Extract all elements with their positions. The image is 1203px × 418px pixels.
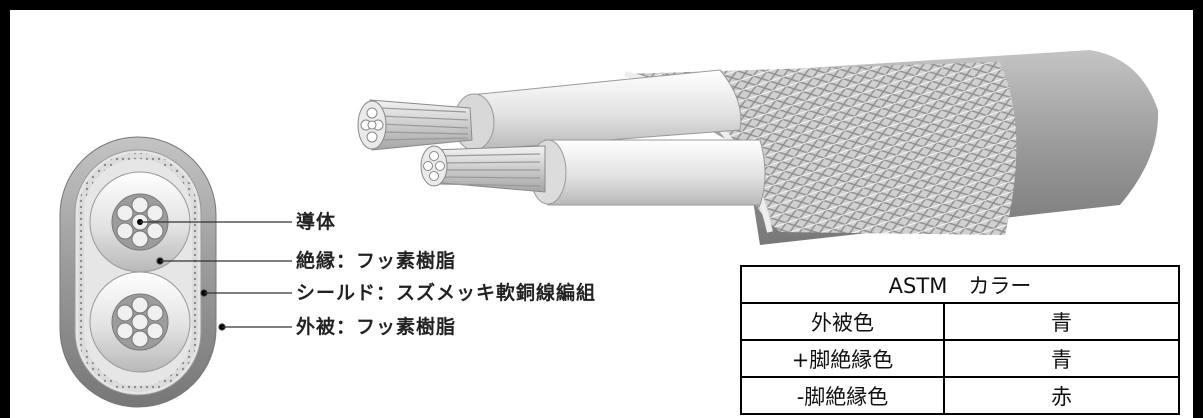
label-insulation: 絶縁：フッ素樹脂 <box>296 250 457 272</box>
table-row-value: 青 <box>943 302 1180 341</box>
cable-side-view <box>357 50 1159 245</box>
label-conductor: 導体 <box>296 211 337 233</box>
label-jacket: 外被：フッ素樹脂 <box>296 316 457 338</box>
astm-color-table: ASTM カラー 外被色 青 +脚絶縁色 青 -脚絶縁色 赤 <box>740 265 1180 415</box>
table-row: -脚絶縁色 赤 <box>740 376 1180 415</box>
table-row-key: -脚絶縁色 <box>740 376 945 415</box>
table-row-value: 青 <box>943 339 1180 378</box>
table-row-key: +脚絶縁色 <box>740 339 945 378</box>
leader-lines <box>140 221 292 331</box>
lower-strands <box>439 153 541 187</box>
table-header-row: ASTM カラー <box>740 265 1180 304</box>
table-header: ASTM カラー <box>740 265 1180 304</box>
cable-cross-section <box>59 136 217 408</box>
upper-insulation <box>469 69 742 151</box>
lower-insulation <box>544 139 766 206</box>
lower-conductor-end <box>420 145 448 187</box>
upper-strands <box>379 107 469 141</box>
cross-braid <box>78 153 198 392</box>
label-shield: シールド：スズメッキ軟銅線編組 <box>296 282 597 304</box>
table-row: 外被色 青 <box>740 302 1180 341</box>
table-row-value: 赤 <box>943 376 1180 415</box>
table-row-key: 外被色 <box>740 302 945 341</box>
table-row: +脚絶縁色 青 <box>740 339 1180 378</box>
